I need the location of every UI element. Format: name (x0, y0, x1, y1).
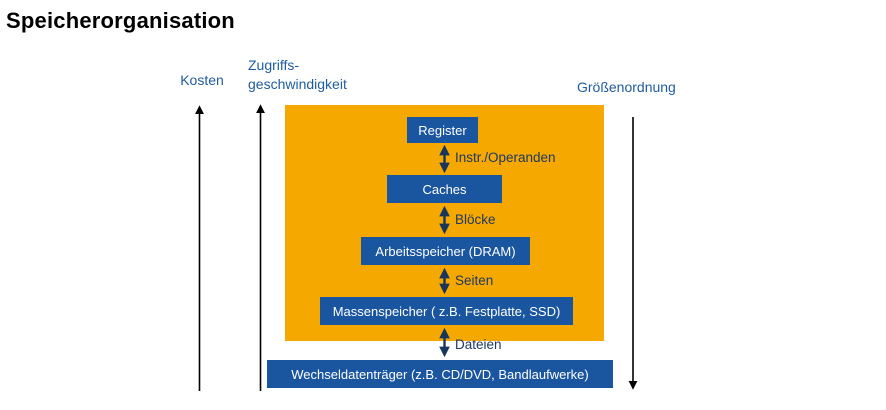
transfer-label-seiten: Seiten (455, 273, 494, 288)
zugriffsgeschwindigkeit-axis-label: Zugriffs- geschwindigkeit (248, 56, 347, 94)
page-title: Speicherorganisation (6, 8, 235, 33)
zugriffsgeschwindigkeit-line2: geschwindigkeit (248, 76, 347, 92)
level-label-register: Register (418, 122, 467, 138)
transfer-label-instr-operanden: Instr./Operanden (455, 150, 556, 165)
level-box-caches: Caches (387, 175, 502, 203)
zugriffsgeschwindigkeit-line1: Zugriffs- (248, 57, 300, 73)
level-label-caches: Caches (422, 181, 467, 197)
kosten-axis-label: Kosten (180, 72, 224, 88)
level-label-massenspeicher: Massenspeicher ( z.B. Festplatte, SSD) (332, 303, 561, 319)
transfer-label-bloecke: Blöcke (455, 212, 496, 227)
level-box-wechseldatentraeger: Wechseldatenträger (z.B. CD/DVD, Bandlau… (267, 360, 613, 388)
level-label-arbeitsspeicher: Arbeitsspeicher (DRAM) (375, 243, 516, 259)
level-label-wechseldatentraeger: Wechseldatenträger (z.B. CD/DVD, Bandlau… (291, 366, 589, 382)
groessenordnung-axis-label: Größenordnung (577, 79, 676, 95)
transfer-label-dateien: Dateien (455, 337, 502, 352)
level-box-massenspeicher: Massenspeicher ( z.B. Festplatte, SSD) (320, 297, 573, 325)
level-box-arbeitsspeicher: Arbeitsspeicher (DRAM) (361, 237, 530, 265)
level-box-register: Register (407, 117, 478, 143)
